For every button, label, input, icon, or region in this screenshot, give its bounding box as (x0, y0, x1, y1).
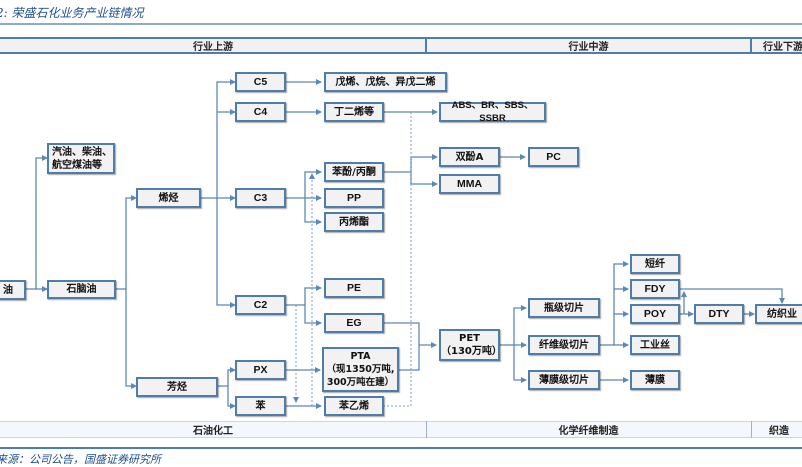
node-pp: PP (324, 188, 384, 208)
node-industrial-yarn: 工业丝 (630, 335, 680, 355)
band-chemical-fiber: 化学纤维制造 (426, 421, 751, 438)
node-aromatics: 芳烃 (136, 377, 218, 397)
node-poy: POY (630, 304, 680, 324)
link-phenol-bpa (410, 154, 438, 172)
node-c2: C2 (235, 295, 286, 315)
node-pet: PET （130万吨） (439, 329, 502, 361)
node-olefins: 烯烃 (136, 188, 201, 208)
top-rule (0, 23, 802, 25)
node-pe: PE (324, 278, 384, 298)
link-naphtha-aromatics (125, 289, 137, 389)
link-crude-fuels (35, 155, 48, 289)
link-pta (399, 345, 420, 371)
band-midstream: 行业中游 (426, 37, 751, 54)
node-bisphenol-a: 双酚A (439, 147, 500, 167)
node-acrylate: 丙烯酯 (324, 212, 384, 232)
band-divider (425, 37, 427, 54)
node-c4: C4 (235, 102, 286, 122)
node-px: PX (235, 360, 286, 380)
link-aromatics-benzene (227, 386, 236, 409)
band-divider (426, 421, 427, 438)
node-staple-fiber: 短纤 (630, 254, 680, 274)
link-aromatics-px (227, 367, 236, 386)
node-mma: MMA (439, 174, 500, 194)
node-pc: PC (528, 147, 579, 167)
node-abs-br-sbs-ssbr: ABS、BR、SBS、SSBR (439, 100, 546, 124)
link-phenol-mma (410, 172, 438, 187)
link-c2-pe (304, 285, 322, 305)
node-pta: PTA （现1350万吨, 300万吨在建） (322, 347, 399, 392)
link-c2-eg (304, 305, 322, 326)
link-naphtha-olefins (125, 195, 137, 289)
node-dty: DTY (694, 304, 744, 324)
bottom-rule (0, 447, 802, 449)
node-fdy: FDY (630, 279, 680, 299)
node-butadiene: 丁二烯等 (324, 102, 384, 122)
node-textile: 纺织业 (755, 304, 802, 324)
link-pet-bottle (513, 305, 527, 345)
node-styrene: 苯乙烯 (324, 396, 384, 416)
node-bottle-chip: 瓶级切片 (528, 298, 600, 318)
node-benzene: 苯 (235, 396, 286, 416)
band-petrochemical: 石油化工 (0, 421, 426, 438)
band-divider (751, 421, 752, 438)
band-divider (750, 37, 752, 54)
node-crude-oil: 油 (0, 280, 26, 300)
link-olefins-c5 (216, 79, 236, 198)
node-c5-products: 戊烯、戊烷、异戊二烯 (324, 72, 447, 92)
link-eg (384, 322, 420, 345)
node-c3: C3 (235, 188, 286, 208)
figure-caption: 2: 荣盛石化业务产业链情况 (0, 6, 144, 20)
node-phenol-acetone: 苯酚/丙酮 (324, 162, 384, 182)
node-film: 薄膜 (630, 370, 680, 390)
node-eg: EG (324, 313, 384, 333)
link-fiber-staple (613, 261, 629, 345)
node-naphtha: 石脑油 (47, 280, 116, 299)
node-c5: C5 (235, 72, 286, 92)
band-downstream: 行业下游 (751, 37, 802, 54)
link-pet-film (513, 345, 527, 383)
link-fdy-textile (680, 288, 785, 304)
band-upstream: 行业上游 (0, 37, 426, 54)
node-fuels: 汽油、柴油、 航空煤油等 (47, 143, 115, 174)
link-c3-phenol (304, 169, 322, 198)
link-olefins-c2 (216, 198, 236, 308)
node-fiber-chip: 纤维级切片 (528, 335, 600, 355)
dashed-c4-ring (384, 112, 412, 407)
node-film-chip: 薄膜级切片 (528, 370, 600, 390)
link-c3-acrylate (304, 198, 322, 225)
source-note: 来源：公司公告，国盛证券研究所 (0, 453, 161, 466)
band-weaving: 织造 (751, 421, 802, 438)
